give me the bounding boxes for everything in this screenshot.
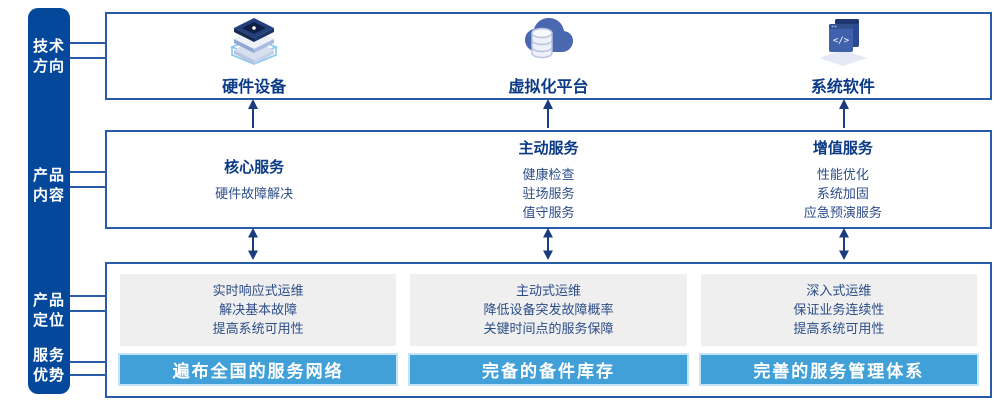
double-arrow-icon — [542, 228, 554, 260]
tech-label-software: 系统软件 — [810, 78, 875, 96]
service-item: 健康检查 — [522, 167, 575, 182]
double-arrow-icon — [838, 228, 850, 260]
connector-line — [70, 295, 107, 297]
positioning-line: 实时响应式运维 — [212, 283, 304, 299]
sidebar-label-service-advantage: 服务 优势 — [32, 347, 65, 384]
service-title: 主动服务 — [518, 140, 579, 157]
positioning-line: 提高系统可用性 — [793, 321, 885, 337]
content-col-core-service: 核心服务 硬件故障解决 — [107, 132, 401, 227]
positioning-box: 实时响应式运维 解决基本故障 提高系统可用性 — [120, 274, 397, 346]
tech-label-virtualization: 虚拟化平台 — [508, 78, 589, 96]
sidebar-label-tech-direction: 技术 方向 — [32, 38, 65, 75]
content-col-proactive-service: 主动服务 健康检查 驻场服务 值守服务 — [401, 132, 695, 227]
advantage-bar: 遍布全国的服务网络 — [118, 352, 399, 386]
positioning-line: 深入式运维 — [806, 283, 872, 299]
content-col-value-added-service: 增值服务 性能优化 系统加固 应急预演服务 — [696, 132, 990, 227]
service-title: 增值服务 — [812, 140, 873, 157]
connector-line — [70, 171, 107, 173]
advantage-bar: 完备的备件库存 — [408, 352, 689, 386]
tech-col-hardware: 硬件设备 — [107, 16, 401, 97]
server-stack-icon — [227, 16, 281, 71]
cloud-database-icon — [520, 16, 576, 71]
service-item: 应急预演服务 — [803, 205, 882, 220]
tech-col-virtualization: 虚拟化平台 — [401, 16, 695, 97]
positioning-col-realtime: 实时响应式运维 解决基本故障 提高系统可用性 遍布全国的服务网络 — [118, 274, 399, 386]
service-item: 驻场服务 — [522, 186, 575, 201]
sidebar: 技术 方向 产品 内容 产品 定位 服务 优势 — [28, 8, 70, 394]
positioning-line: 降低设备突发故障概率 — [483, 302, 614, 318]
up-arrow-icon — [247, 99, 259, 128]
service-item: 硬件故障解决 — [215, 186, 294, 201]
positioning-line: 关键时间点的服务保障 — [483, 321, 614, 337]
service-title: 核心服务 — [224, 159, 285, 176]
positioning-line: 主动式运维 — [515, 283, 581, 299]
positioning-box: 主动式运维 降低设备突发故障概率 关键时间点的服务保障 — [410, 274, 687, 346]
positioning-line: 保证业务连续性 — [793, 302, 885, 318]
connector-line — [70, 42, 107, 44]
up-arrow-icon — [542, 99, 554, 128]
service-item: 系统加固 — [816, 186, 869, 201]
double-arrow-icon — [247, 228, 259, 260]
svg-text:</>: </> — [833, 36, 850, 46]
connector-line — [70, 186, 107, 188]
positioning-col-deep: 深入式运维 保证业务连续性 提高系统可用性 完善的服务管理体系 — [698, 274, 979, 386]
connector-line — [70, 361, 107, 363]
up-arrow-icon — [838, 99, 850, 128]
advantage-bar: 完善的服务管理体系 — [698, 352, 979, 386]
code-window-icon: </> — [815, 16, 871, 71]
connector-line — [70, 57, 107, 59]
connector-line — [70, 310, 107, 312]
tech-direction-panel: 硬件设备 虚拟化平台 — [105, 12, 992, 100]
positioning-line: 提高系统可用性 — [212, 321, 304, 337]
product-content-panel: 核心服务 硬件故障解决 主动服务 健康检查 驻场服务 值守服务 增值服务 性能优… — [105, 130, 992, 229]
positioning-box: 深入式运维 保证业务连续性 提高系统可用性 — [700, 274, 977, 346]
positioning-line: 解决基本故障 — [219, 302, 298, 318]
tech-label-hardware: 硬件设备 — [222, 78, 287, 96]
tech-col-software: </> 系统软件 — [696, 16, 990, 97]
sidebar-label-product-content: 产品 内容 — [32, 167, 65, 204]
product-positioning-panel: 实时响应式运维 解决基本故障 提高系统可用性 遍布全国的服务网络 主动式运维 降… — [105, 262, 992, 398]
positioning-col-proactive: 主动式运维 降低设备突发故障概率 关键时间点的服务保障 完备的备件库存 — [408, 274, 689, 386]
sidebar-label-product-positioning: 产品 定位 — [32, 292, 65, 329]
connector-line — [70, 374, 107, 376]
service-item: 性能优化 — [816, 167, 869, 182]
service-item: 值守服务 — [522, 205, 575, 220]
